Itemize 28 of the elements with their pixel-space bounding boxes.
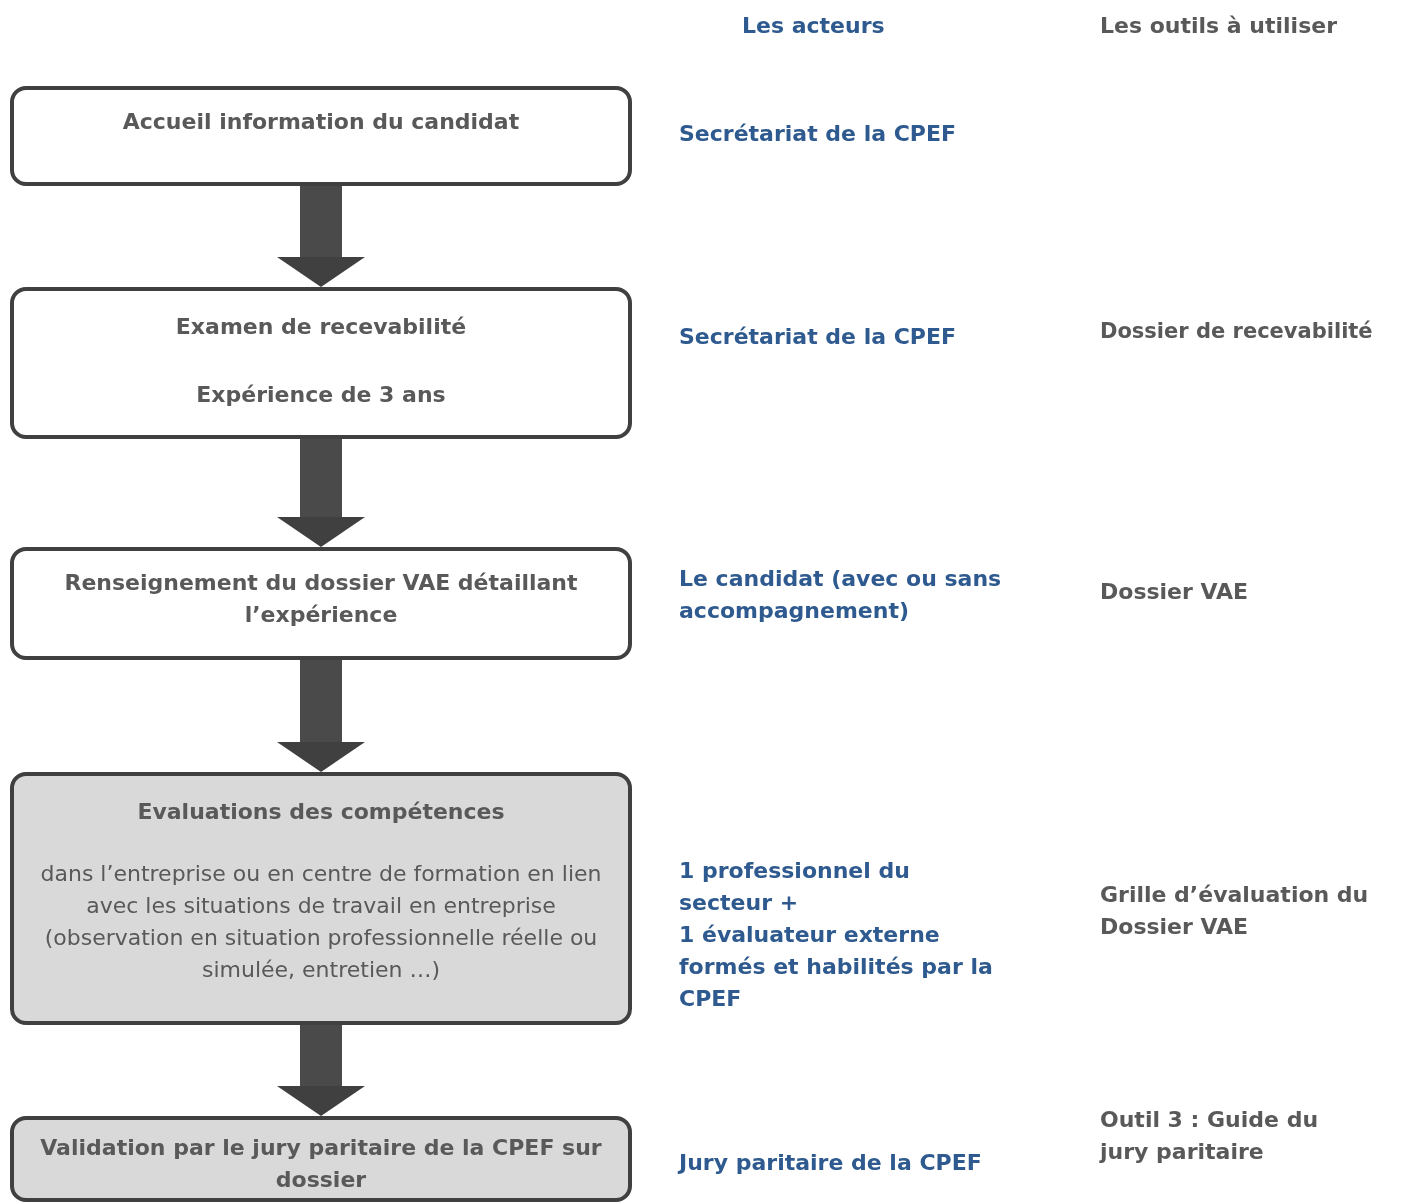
tool-label: Grille d’évaluation du Dossier VAE (1100, 881, 1370, 941)
block-arrow (277, 1025, 365, 1116)
block-arrow (277, 186, 365, 287)
actor-label: Secrétariat de la CPEF (679, 120, 958, 148)
column-heading: Les outils à utiliser (1100, 12, 1337, 40)
step-title: Examen de recevabilité (174, 313, 468, 341)
process-box (10, 1116, 632, 1202)
actor-label: 1 évaluateur externe formés et habilités par la CPEF (679, 921, 994, 1013)
block-arrow (277, 439, 365, 547)
process-box (10, 547, 632, 660)
step-title: Accueil information du candidat (121, 108, 521, 136)
process-box (10, 86, 632, 186)
step-title: Evaluations des compétences (136, 798, 506, 826)
block-arrow (277, 660, 365, 772)
tool-label: Dossier VAE (1100, 578, 1250, 606)
step-description: Expérience de 3 ans (195, 381, 447, 409)
process-box (10, 772, 632, 1025)
process-box (10, 287, 632, 439)
tool-label: Outil 3 : Guide du jury paritaire (1100, 1106, 1320, 1166)
actor-label: Jury paritaire de la CPEF (679, 1149, 983, 1177)
actor-label: Secrétariat de la CPEF (679, 323, 958, 351)
actor-label: 1 professionnel du secteur + (679, 857, 911, 917)
step-title: Validation par le jury paritaire de la CPEF sur dossier (39, 1134, 603, 1194)
step-title: Renseignement du dossier VAE détaillant l’expérience (63, 569, 579, 629)
step-description: dans l’entreprise ou en centre de formation en lien avec les situations de travail en entreprise (observation en situation professionnelle réelle ou simulée, entretien …) (39, 860, 603, 984)
column-heading: Les acteurs (742, 12, 885, 40)
actor-label: Le candidat (avec ou sans accompagnement) (679, 565, 1003, 625)
tool-label: Dossier de recevabilité (1100, 318, 1373, 345)
